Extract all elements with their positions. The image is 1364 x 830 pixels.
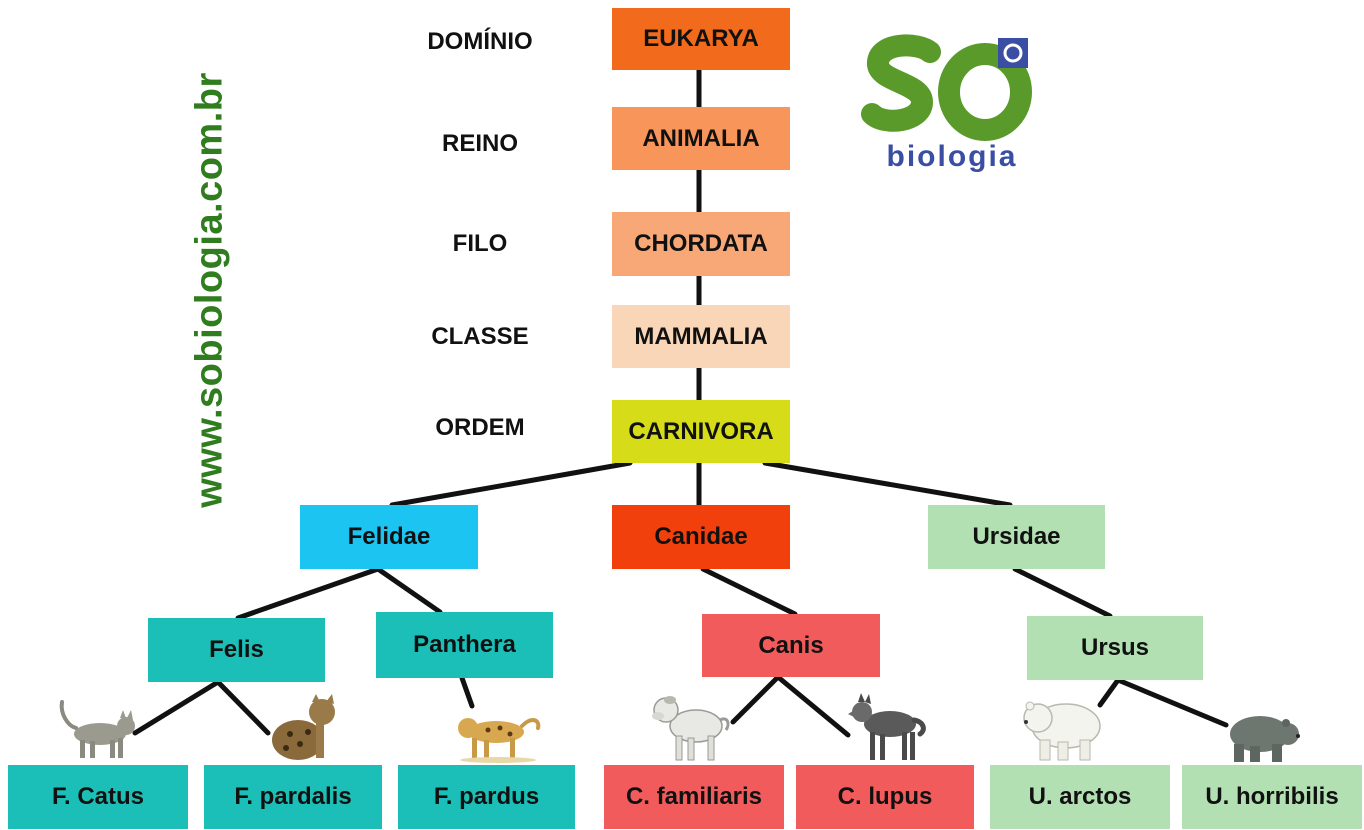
connector-felidae-felis bbox=[235, 566, 381, 621]
connector-ursus-uhorribilis bbox=[1115, 677, 1229, 728]
node-animalia: ANIMALIA bbox=[612, 107, 790, 170]
node-mammalia: MAMMALIA bbox=[612, 305, 790, 368]
grizzly-bear-icon bbox=[1230, 716, 1300, 762]
node-c-familiaris: C. familiaris bbox=[604, 765, 784, 829]
node-ursus: Ursus bbox=[1027, 616, 1203, 680]
connector-carnivora-ursidae bbox=[762, 460, 1013, 508]
dog-icon bbox=[652, 696, 730, 761]
logo-word: biologia bbox=[886, 140, 1018, 173]
connector-felis-fcatus bbox=[132, 679, 221, 736]
rank-ordem: ORDEM bbox=[435, 414, 525, 441]
rank-classe: CLASSE bbox=[431, 323, 529, 350]
wolf-icon bbox=[848, 693, 926, 760]
website-watermark: www.sobiologia.com.br bbox=[188, 72, 231, 508]
node-felis: Felis bbox=[148, 618, 325, 682]
node-carnivora: CARNIVORA bbox=[612, 400, 790, 463]
connector-panthera-fpardus bbox=[459, 675, 475, 709]
node-canidae: Canidae bbox=[612, 505, 790, 569]
node-chordata: CHORDATA bbox=[612, 212, 790, 276]
node-panthera: Panthera bbox=[376, 612, 553, 678]
polar-bear-icon bbox=[1023, 701, 1101, 761]
node-felidae: Felidae bbox=[300, 505, 478, 569]
leopard-icon bbox=[458, 718, 541, 763]
connector-canidae-canis bbox=[700, 566, 798, 617]
connector-felidae-panthera bbox=[375, 566, 443, 615]
ocelot-icon bbox=[272, 694, 335, 760]
node-u-horribilis: U. horribilis bbox=[1182, 765, 1362, 829]
node-canis: Canis bbox=[702, 614, 880, 677]
node-eukarya: EUKARYA bbox=[612, 8, 790, 70]
node-c-lupus: C. lupus bbox=[796, 765, 974, 829]
connector-felis-fpardalis bbox=[215, 679, 271, 736]
node-f-pardalis: F. pardalis bbox=[204, 765, 382, 829]
connector-carnivora-felidae bbox=[389, 460, 633, 508]
rank-filo: FILO bbox=[452, 230, 508, 257]
rank-reino: REINO bbox=[441, 130, 518, 157]
node-f-pardus: F. pardus bbox=[398, 765, 575, 829]
node-f-catus: F. Catus bbox=[8, 765, 188, 829]
connector-canis-clupus bbox=[775, 674, 851, 738]
domestic-cat-icon bbox=[59, 700, 135, 758]
sobiologia-logo bbox=[861, 34, 1032, 141]
node-ursidae: Ursidae bbox=[928, 505, 1105, 569]
rank-dominio: DOMÍNIO bbox=[427, 28, 533, 55]
connector-ursidae-ursus bbox=[1012, 566, 1113, 619]
connector-ursus-uarctos bbox=[1097, 677, 1121, 708]
node-u-arctos: U. arctos bbox=[990, 765, 1170, 829]
connector-canis-cfamiliaris bbox=[730, 674, 781, 725]
